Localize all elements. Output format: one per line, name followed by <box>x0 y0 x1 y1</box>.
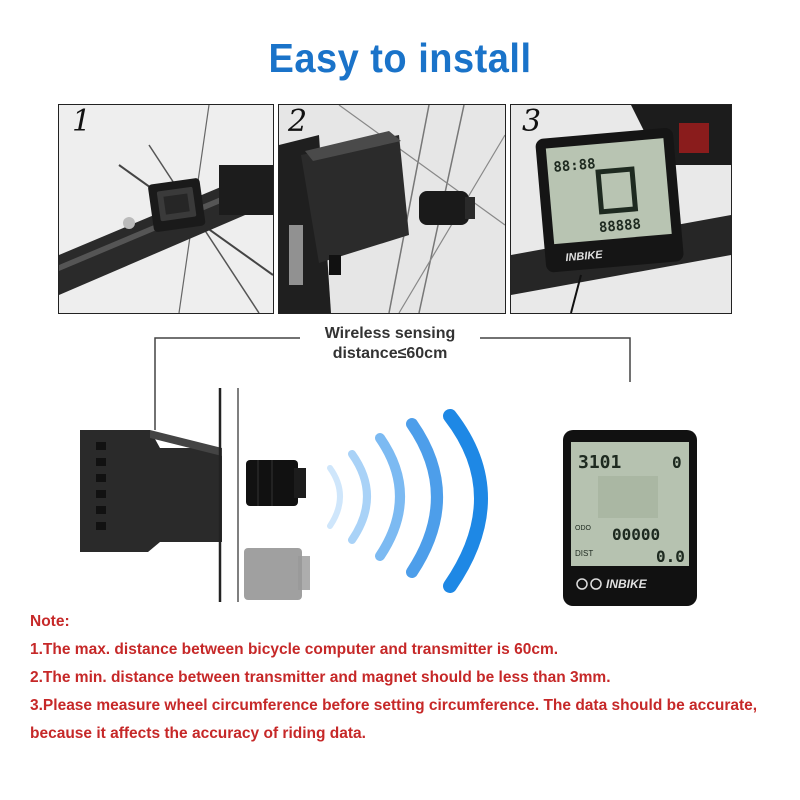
computer-mounted-illustration: 88:88 88888 INBIKE <box>511 105 731 313</box>
display-dist-value: 0.0 <box>656 547 685 566</box>
note-item-1: 1.The max. distance between bicycle comp… <box>30 641 559 658</box>
wireless-signal-waves <box>327 409 488 593</box>
step-number-1: 1 <box>72 104 92 139</box>
step-number-2: 2 <box>288 104 308 139</box>
bike-computer-icon: 3101 0 ODO 00000 DIST 0.0 INBIKE <box>563 430 697 606</box>
display-odo-label: ODO <box>575 525 592 532</box>
step-number-3: 3 <box>522 104 542 139</box>
svg-text:88888: 88888 <box>598 216 641 236</box>
note-item-3: 3.Please measure wheel circumference bef… <box>30 697 758 742</box>
display-odo-value: 00000 <box>612 525 660 544</box>
handlebar-mount-illustration <box>59 105 273 313</box>
step-3-photo: 88:88 88888 INBIKE <box>510 104 732 314</box>
svg-text:88:88: 88:88 <box>553 156 596 176</box>
svg-text:INBIKE: INBIKE <box>565 249 604 264</box>
wireless-range-diagram: 3101 0 ODO 00000 DIST 0.0 INBIKE <box>80 337 697 606</box>
fork-sensor-illustration <box>279 105 505 313</box>
range-label-line-1: Wireless sensing <box>324 325 456 342</box>
range-label: Wireless sensing distance≤60cm <box>300 324 480 364</box>
display-clock: 3101 <box>578 452 621 473</box>
display-dist-label: DIST <box>575 549 593 558</box>
transmitter-sensor-icon <box>80 430 222 552</box>
range-bracket-right <box>480 337 631 382</box>
notes-section: Note: 1.The max. distance between bicycl… <box>30 608 780 748</box>
display-speed-small: 0 <box>672 453 682 472</box>
display-brand: INBIKE <box>606 577 648 591</box>
step-2-photo <box>278 104 506 314</box>
note-item-2: 2.The min. distance between transmitter … <box>30 669 611 686</box>
notes-heading: Note: <box>30 613 70 630</box>
magnet-ghost-icon <box>244 548 310 600</box>
range-bracket-left <box>154 337 300 430</box>
magnet-icon <box>246 460 306 506</box>
step-1-photo <box>58 104 274 314</box>
page-title: Easy to install <box>268 36 532 82</box>
range-label-line-2: distance≤60cm <box>332 345 448 362</box>
